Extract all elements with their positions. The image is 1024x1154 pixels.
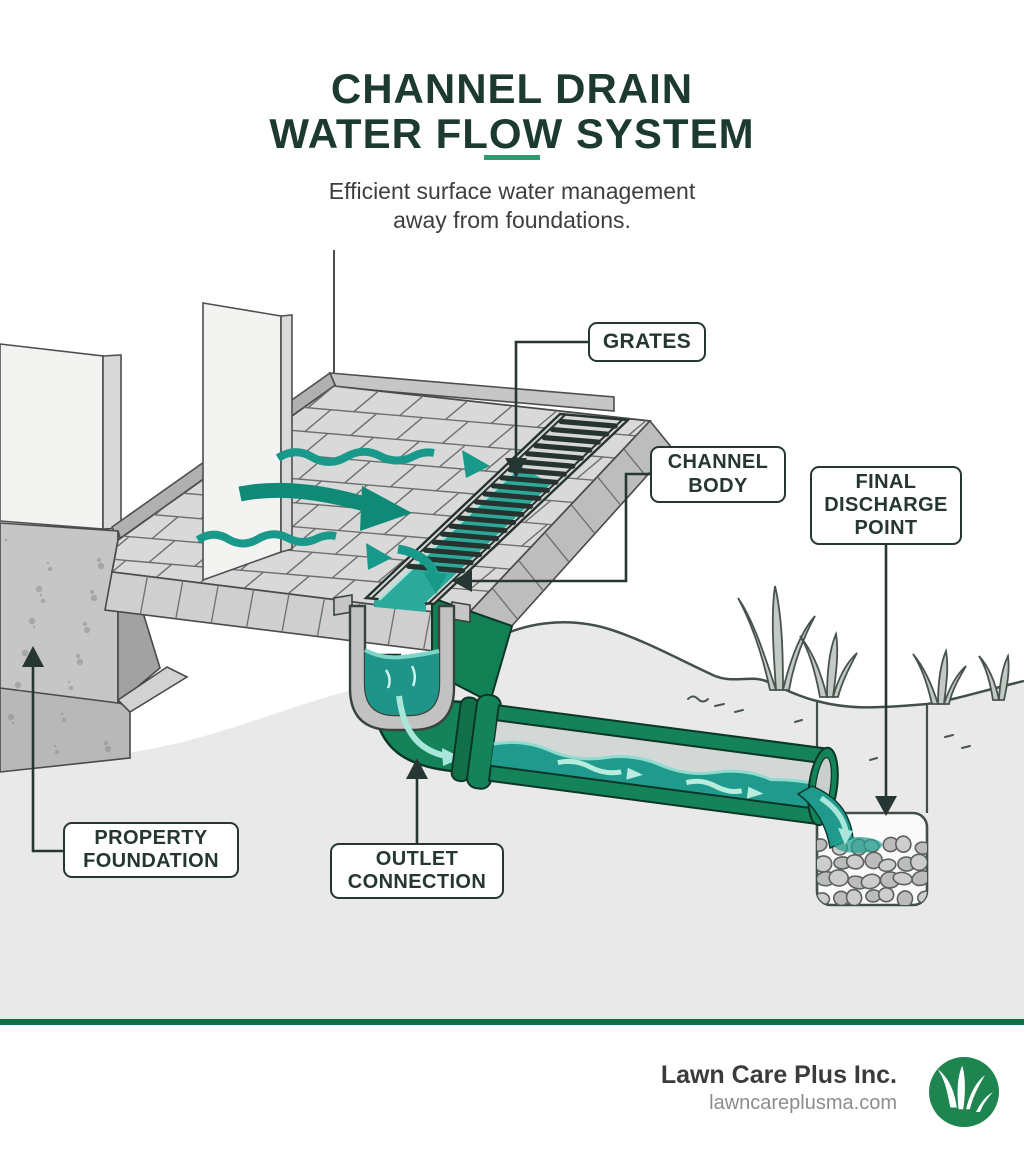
callout-leaders (31, 340, 888, 853)
page-title: CHANNEL DRAIN WATER FLOW SYSTEM (0, 66, 1024, 156)
website-url: lawncareplusma.com (709, 1092, 897, 1114)
edge-tile-divisions (139, 448, 647, 650)
channel-body-cross-section (333, 594, 471, 732)
title-line-2: WATER FLOW SYSTEM (269, 110, 755, 157)
water-flow-arrows (195, 447, 490, 594)
label-property-foundation: PROPERTY FOUNDATION (63, 822, 239, 878)
channel-drain-grate (363, 412, 631, 606)
discharge-cascade (796, 785, 882, 853)
title-divider (484, 155, 540, 160)
label-channel-body: CHANNEL BODY (650, 446, 786, 503)
label-final-discharge-point: FINAL DISCHARGE POINT (810, 466, 962, 545)
elbow-flow-arrow (396, 695, 462, 766)
concrete-speckles (4, 538, 112, 755)
gravel-pebbles (817, 835, 927, 905)
channel-body-leader (466, 472, 650, 583)
grass-icon (929, 1057, 999, 1127)
grates-leader (514, 340, 588, 460)
footer-accent-bar (0, 1019, 1024, 1025)
property-foundation-leader (31, 664, 63, 853)
channel-water (365, 650, 439, 715)
page-subtitle: Efficient surface water management away … (0, 177, 1024, 235)
callout-arrowheads (22, 458, 897, 816)
subtitle-line-2: away from foundations. (393, 207, 631, 233)
dirt-marks (687, 695, 971, 761)
label-grates: GRATES (588, 322, 706, 362)
title-line-1: CHANNEL DRAIN (330, 65, 694, 112)
grass-tufts (737, 585, 1010, 705)
outlet-pipe (450, 693, 839, 827)
footer-text: Lawn Care Plus Inc. lawncareplusma.com (661, 1060, 897, 1116)
company-name: Lawn Care Plus Inc. (660, 1061, 897, 1089)
label-outlet-connection: OUTLET CONNECTION (330, 843, 504, 899)
subtitle-line-1: Efficient surface water management (328, 178, 696, 204)
